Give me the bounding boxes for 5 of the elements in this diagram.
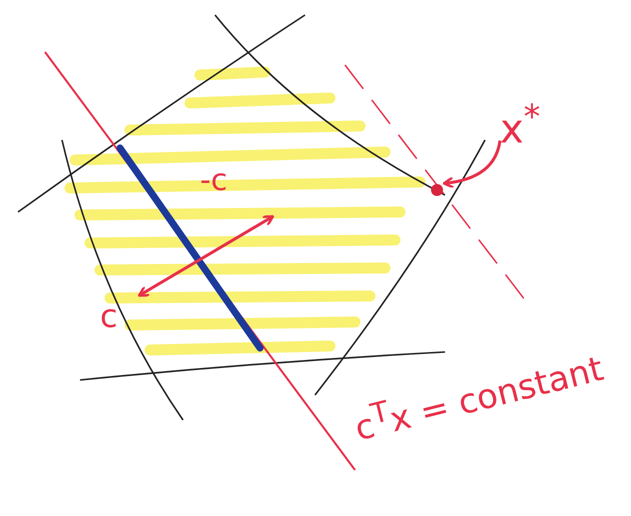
point-label: x$^{*}$: [500, 100, 540, 150]
equation-label: c$^{T}$x = constant: [350, 348, 606, 446]
leader-line: [442, 140, 502, 188]
vector-label: c: [100, 300, 118, 332]
optimal-point: [431, 184, 443, 196]
